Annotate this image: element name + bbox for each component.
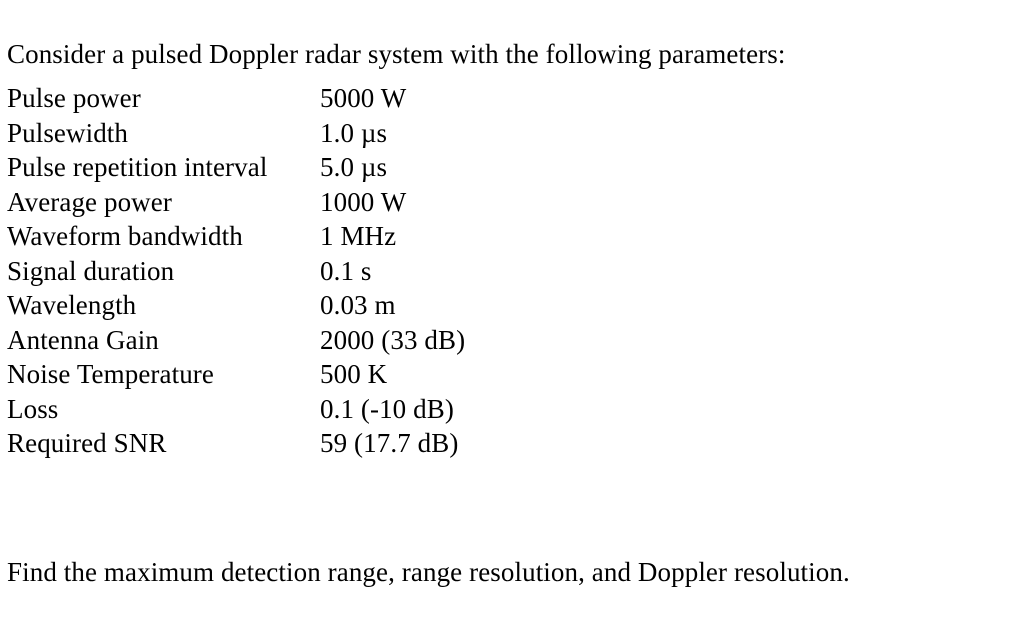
table-row: Signal duration 0.1 s: [7, 254, 465, 289]
parameter-label: Loss: [7, 393, 59, 424]
parameter-value: 1.0 µs: [320, 117, 388, 148]
table-row: Pulse repetition interval 5.0 µs: [7, 150, 465, 185]
parameter-value: 5.0 µs: [320, 152, 388, 182]
closing-question: Find the maximum detection range, range …: [7, 557, 850, 587]
parameter-value: 2000 (33 dB): [320, 324, 466, 355]
intro-paragraph: Consider a pulsed Doppler radar system w…: [7, 39, 786, 69]
parameter-value: 5000 W: [320, 83, 407, 113]
table-row: Required SNR 59 (17.7 dB): [7, 426, 465, 461]
table-row: Wavelength 0.03 m: [7, 288, 465, 323]
parameter-value: 59 (17.7 dB): [320, 428, 459, 458]
parameter-label: Signal duration: [7, 255, 175, 286]
parameter-value: 0.03 m: [320, 290, 396, 320]
parameter-label: Wavelength: [7, 290, 137, 320]
table-row: Pulse power 5000 W: [7, 81, 465, 116]
parameters-table: Pulse power 5000 W Pulsewidth 1.0 µs Pul…: [7, 81, 465, 461]
parameter-value: 1000 W: [320, 186, 407, 217]
parameter-label: Antenna Gain: [7, 324, 159, 355]
parameter-value: 0.1 (-10 dB): [320, 393, 454, 424]
table-row: Average power 1000 W: [7, 185, 465, 220]
parameter-label: Waveform bandwidth: [7, 221, 243, 251]
parameter-label: Pulsewidth: [7, 117, 129, 148]
table-row: Antenna Gain 2000 (33 dB): [7, 323, 465, 358]
table-row: Loss 0.1 (-10 dB): [7, 392, 465, 427]
parameter-value: 1 MHz: [320, 221, 397, 251]
parameter-value: 500 K: [320, 359, 388, 389]
table-row: Noise Temperature 500 K: [7, 357, 465, 392]
table-row: Pulsewidth 1.0 µs: [7, 116, 465, 151]
parameter-value: 0.1 s: [320, 255, 372, 286]
parameter-label: Pulse power: [7, 83, 141, 113]
parameters-table-body: Pulse power 5000 W Pulsewidth 1.0 µs Pul…: [7, 81, 465, 461]
parameter-label: Required SNR: [7, 428, 167, 458]
parameter-label: Pulse repetition interval: [7, 152, 268, 182]
parameter-label: Average power: [7, 186, 172, 217]
parameter-label: Noise Temperature: [7, 359, 214, 389]
table-row: Waveform bandwidth 1 MHz: [7, 219, 465, 254]
